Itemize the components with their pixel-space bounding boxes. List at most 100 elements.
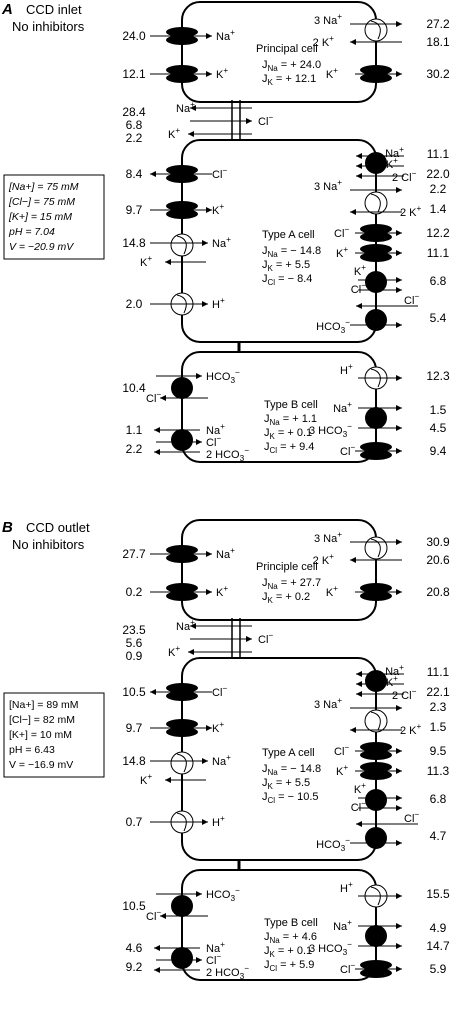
panel-b-typeB-right-0: 15.5 xyxy=(426,887,450,901)
panel-a-typeA-nak-pump-right xyxy=(364,191,388,215)
panel-b-typeA-kcl-cl: Cl− xyxy=(351,799,366,814)
panel-a-typeA-left-0: 8.4 xyxy=(126,167,143,181)
panel-a-typeA-cl-right: Cl− xyxy=(334,225,349,240)
panel-b-typeA-cl-channel xyxy=(166,683,198,693)
panel-a-typeA-nkcc xyxy=(365,152,387,174)
arrowhead xyxy=(396,375,402,381)
panel-a-typeB-h-pump-atp-arc xyxy=(370,368,381,388)
panel-b-typeB-jcl: JCl = + 5.9 xyxy=(264,959,314,973)
panel-a-typeA-right-7: 5.4 xyxy=(430,311,447,325)
panel-a-condition-2: [K+] = 15 mM xyxy=(8,211,72,223)
panel-b-typeB-cl-channel xyxy=(360,960,392,970)
arrowhead xyxy=(396,322,402,328)
panel-a-typeA-3na: 3 Na+ xyxy=(314,178,342,193)
panel-a-typeA-nkcc-na: Na+ xyxy=(385,145,404,160)
arrowhead xyxy=(206,207,212,213)
arrowhead xyxy=(206,589,212,595)
arrowhead xyxy=(196,439,202,445)
panel-a-typeB-nbc-na: Na+ xyxy=(333,400,352,415)
panel-b-typeB-left-2: 9.2 xyxy=(126,960,143,974)
panel-b-typeA-k-pump-label: K+ xyxy=(140,772,152,787)
arrowhead xyxy=(246,118,252,124)
panel-a-conditions-box xyxy=(3,174,105,260)
panel-b-typeB-jk: JK = + 0.1 xyxy=(264,945,312,959)
panel-b-principal-na-channel-lower xyxy=(166,553,198,563)
panel-a-typeA-k-right: K+ xyxy=(336,245,348,260)
panel-b-typeA-right-5: 11.3 xyxy=(427,764,450,778)
panel-a-typeA-left-3: 2.0 xyxy=(126,297,143,311)
panel-a-typeB-jcl: JCl = + 9.4 xyxy=(264,441,314,455)
panel-b-typeA-left-1: 9.7 xyxy=(126,721,143,735)
panel-a-typeB-h-label: H+ xyxy=(340,362,353,377)
panel-b-principal-k-channel-right-lower xyxy=(360,591,392,601)
arrowhead xyxy=(246,636,252,642)
arrowhead xyxy=(350,39,356,45)
panel-a-principal-k-channel-lower xyxy=(166,73,198,83)
panel-b-junction-k-label: K+ xyxy=(168,644,180,659)
panel-a-junction-na: 28.4 xyxy=(122,105,146,119)
panel-a-principal-k-channel xyxy=(166,65,198,75)
arrowhead xyxy=(396,277,402,283)
panel-b-typeA-right-4: 9.5 xyxy=(430,744,447,758)
panel-a-typeB-cl-channel xyxy=(360,442,392,452)
panel-b-typeB-name: Type B cell xyxy=(264,917,318,929)
arrowhead xyxy=(396,287,402,293)
panel-b-typeA-k-channel-right-lower xyxy=(360,770,392,780)
arrowhead xyxy=(154,427,160,433)
panel-a-principal-k-label-right: K+ xyxy=(326,66,338,81)
panel-b-typeA-right-3: 1.5 xyxy=(430,720,447,734)
arrowhead xyxy=(396,923,402,929)
panel-a-typeA-cl-channel xyxy=(166,165,198,175)
arrowhead xyxy=(396,250,402,256)
panel-b-typeB-right-2: 14.7 xyxy=(426,939,450,953)
panel-a-typeA-cl-channel-right-lower xyxy=(360,232,392,242)
arrowhead xyxy=(396,705,402,711)
arrowhead xyxy=(188,131,194,137)
panel-b-principal-right-2: 20.8 xyxy=(426,585,450,599)
arrowhead xyxy=(165,777,171,783)
panel-b-typeA-k-channel xyxy=(166,719,198,729)
panel-a-typeA-k-channel-right-lower xyxy=(360,252,392,262)
panel-a-principal-na-label: Na+ xyxy=(216,28,235,43)
panel-b-principal-3na-label: 3 Na+ xyxy=(314,530,342,545)
panel-b-typeB-right-3: 5.9 xyxy=(430,962,447,976)
panel-a-principal-left-k: 12.1 xyxy=(122,67,146,81)
panel-b-typeA-cl-channel-right-lower xyxy=(360,750,392,760)
panel-b-junction-cl-label: Cl− xyxy=(258,631,273,646)
arrowhead xyxy=(202,301,208,307)
panel-b-typeA-na-label: Na+ xyxy=(212,753,231,768)
panel-b-principal-2k-label: 2 K+ xyxy=(313,552,335,567)
panel-a-typeA-right-2: 2.2 xyxy=(430,182,447,196)
panel-b-principal-k-channel-lower xyxy=(166,591,198,601)
arrowhead xyxy=(396,805,402,811)
arrowhead xyxy=(160,913,166,919)
panel-a-typeA-ae1 xyxy=(365,309,387,331)
panel-a-typeA-h-label: H+ xyxy=(212,296,225,311)
panel-b-typeB-nbc xyxy=(365,925,387,947)
panel-a-typeB-nbc xyxy=(365,407,387,429)
panel-a-letter: A xyxy=(1,1,13,18)
panel-a-principal-right-1: 18.1 xyxy=(426,35,450,49)
panel-a-typeA-cl-channel-lower xyxy=(166,173,198,183)
panel-b-principal-right-0: 30.9 xyxy=(426,535,450,549)
panel-b-principal-cell xyxy=(181,519,377,621)
arrowhead xyxy=(160,395,166,401)
panel-b-conditions-box xyxy=(3,692,105,778)
panel-b-typeB-jna: JNa = + 4.6 xyxy=(264,931,317,945)
panel-b-typeB-cl-right: Cl− xyxy=(340,961,355,976)
panel-a-typeA-nkcc-2cl: 2 Cl− xyxy=(392,169,417,184)
panel-b-principal-nak-pump-atp-arc xyxy=(370,538,381,558)
arrowhead xyxy=(396,748,402,754)
arrowhead xyxy=(396,893,402,899)
arrowhead xyxy=(396,539,402,545)
panel-a-typeB-ndcbe-2hco3: 2 HCO3− xyxy=(206,446,249,463)
panel-b-typeB-ndcbe xyxy=(171,947,193,969)
panel-b-letter: B xyxy=(2,519,13,536)
arrowhead xyxy=(154,967,160,973)
panel-b-principal-na-label: Na+ xyxy=(216,546,235,561)
arrowhead xyxy=(196,891,202,897)
panel-a-subtitle: No inhibitors xyxy=(12,19,85,34)
panel-a-typeA-ae1-cl: Cl− xyxy=(404,292,419,307)
arrowhead xyxy=(206,71,212,77)
panel-a-typeA-left-1: 9.7 xyxy=(126,203,143,217)
